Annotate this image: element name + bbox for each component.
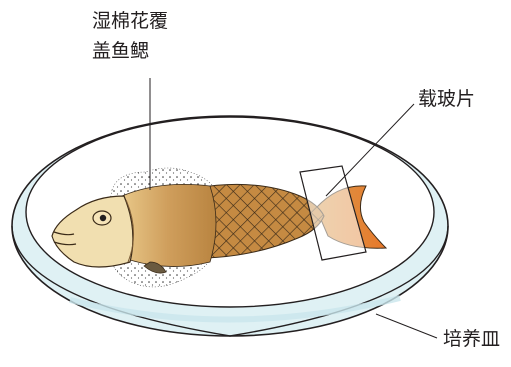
fish-pupil	[99, 214, 107, 222]
fish-gill-edge	[125, 199, 135, 263]
leader-lines	[149, 78, 438, 339]
label-glass-slide: 载玻片	[418, 88, 476, 110]
fish-mouth	[53, 231, 77, 246]
fish-head	[51, 195, 134, 268]
leader-line-dish	[375, 313, 438, 339]
fish-front-body	[119, 183, 217, 267]
glass-slide-plate	[299, 165, 367, 261]
glass-slide	[299, 165, 367, 261]
leader-line-slide	[325, 103, 415, 197]
petri-dish-bottom-wall	[11, 225, 449, 337]
label-wet-cotton-line2: 盖鱼鳃	[92, 40, 150, 62]
label-wet-cotton: 湿棉花覆 盖鱼鳃	[92, 6, 168, 66]
label-petri-dish: 培养皿	[443, 328, 501, 350]
petri-dish-reflection	[69, 295, 401, 323]
label-wet-cotton-line1: 湿棉花覆	[92, 10, 169, 32]
fish-pelvic-fin	[143, 261, 167, 274]
